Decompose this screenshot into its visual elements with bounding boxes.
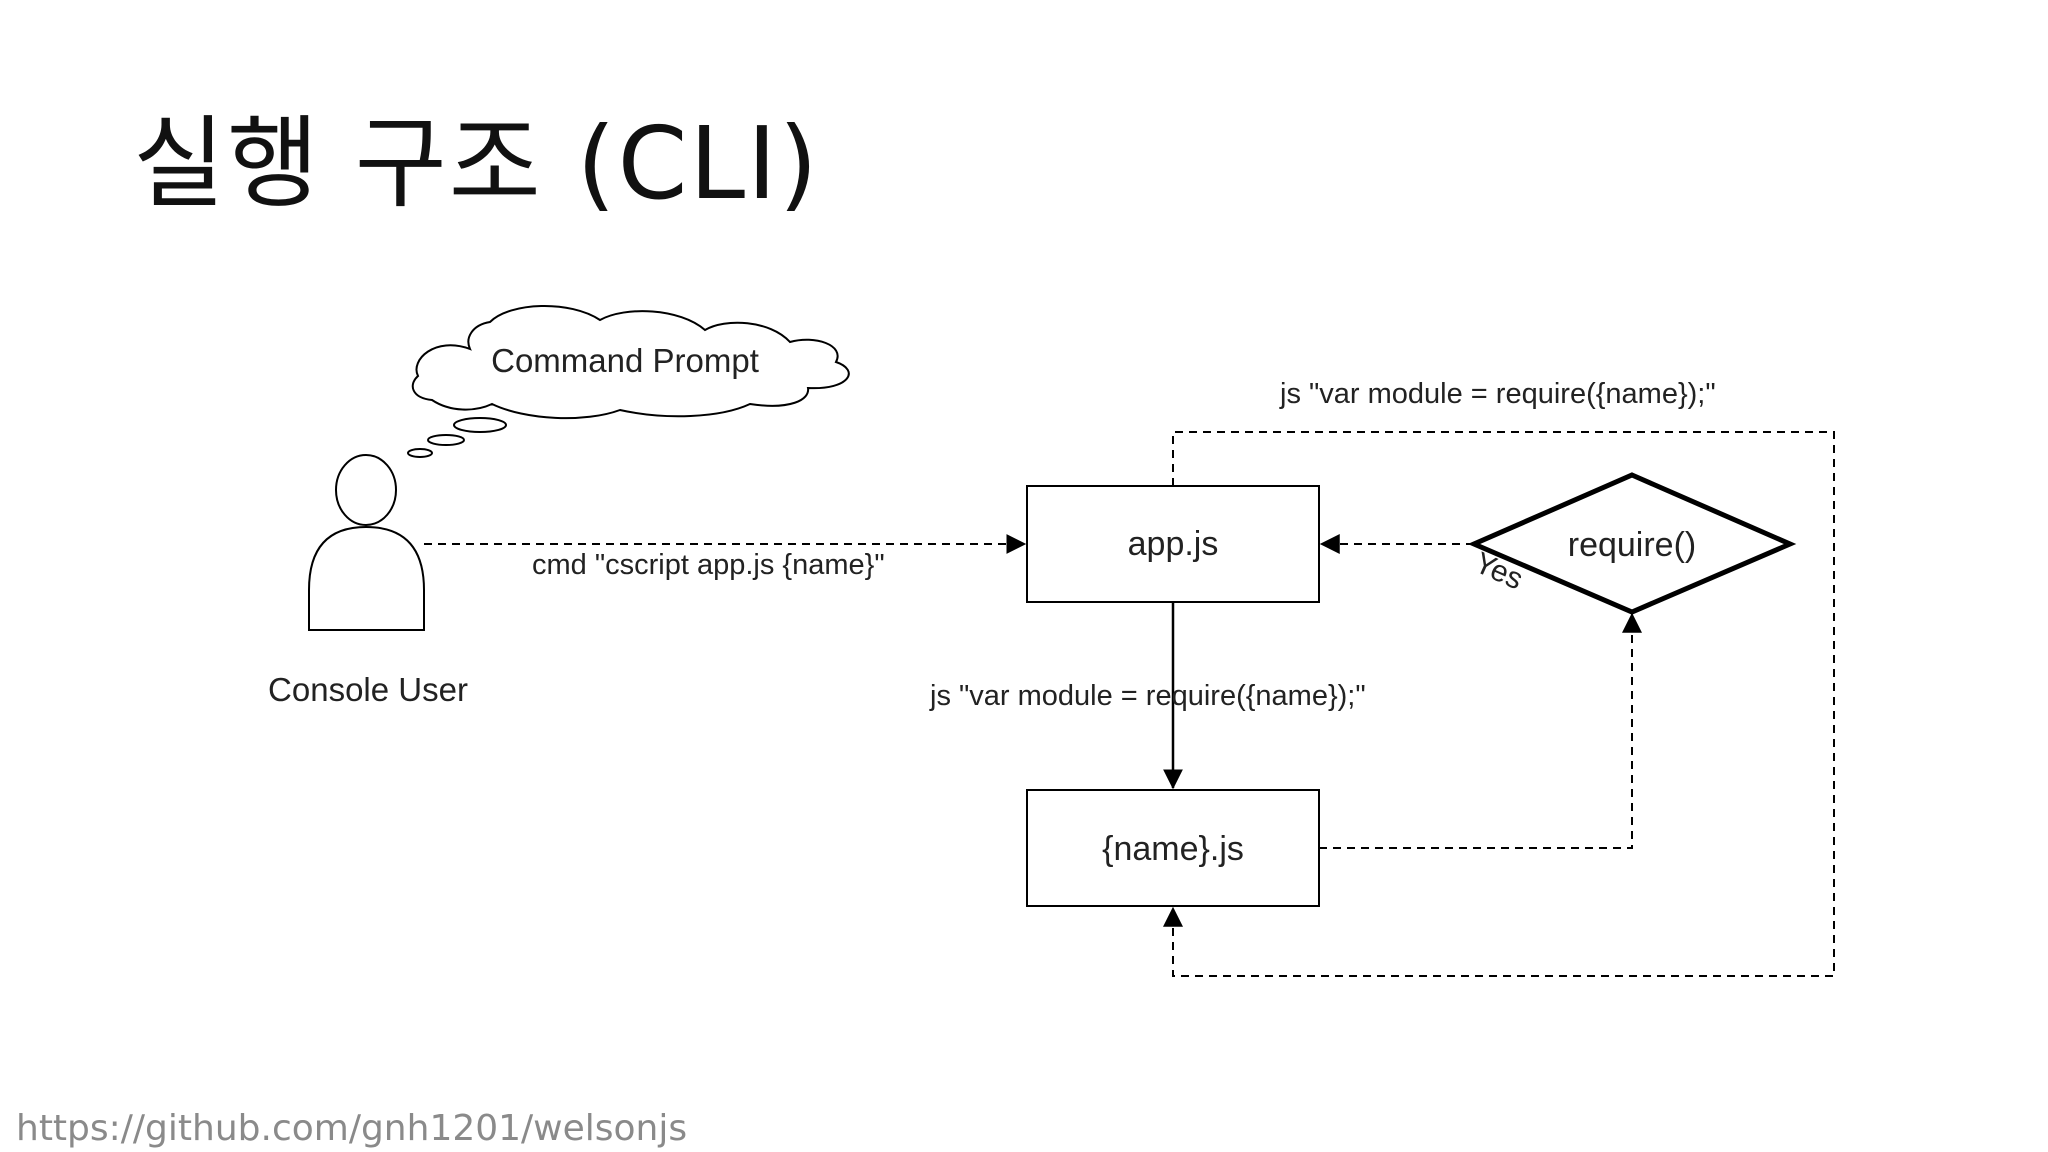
footer-url[interactable]: https://github.com/gnh1201/welsonjs (16, 1108, 688, 1149)
name-node-label: {name}.js (1102, 830, 1244, 868)
edge-user-to-app-label: cmd "cscript app.js {name}" (532, 549, 885, 581)
edge-app-to-name-label: js "var module = require({name});" (929, 680, 1366, 712)
page-title: 실행 구조 (CLI) (133, 105, 820, 222)
cloud-shape (411, 305, 850, 420)
app-node-label: app.js (1128, 525, 1219, 563)
app-node (1026, 485, 1320, 603)
thought-bubbles (407, 417, 507, 458)
actor-label: Console User (268, 671, 468, 708)
person-icon (308, 454, 425, 631)
edge-name-to-decision (1319, 612, 1642, 849)
cloud-label: Command Prompt (491, 342, 759, 379)
edge-loop (1163, 431, 1835, 977)
decision-node-label: require() (1568, 526, 1696, 564)
decision-node (1467, 472, 1797, 615)
edge-loop-label: js "var module = require({name});" (1279, 378, 1716, 410)
